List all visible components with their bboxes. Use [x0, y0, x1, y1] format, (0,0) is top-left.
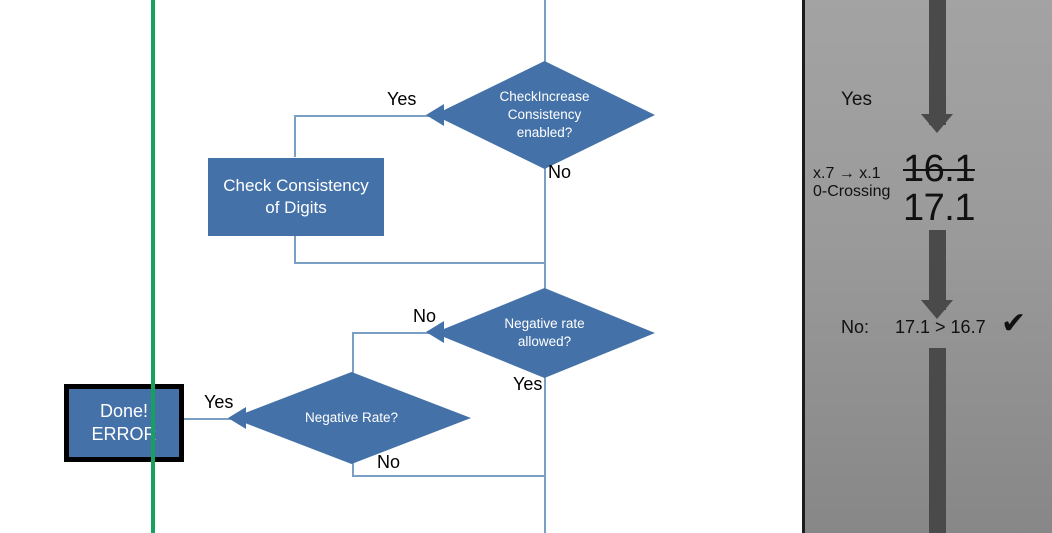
- connector-negrate-allowed-no-horizontal: [352, 332, 444, 334]
- panel-arrow-bottom-shaft: [929, 348, 946, 533]
- green-divider-line: [151, 0, 155, 533]
- connector-checkincrease-no: [544, 158, 546, 310]
- panel-value-struck: 16.1: [903, 148, 975, 190]
- connector-checkincrease-yes-down: [294, 115, 296, 157]
- edge-label-error-yes: Yes: [204, 392, 234, 412]
- terminator-done-error-line1: Done!: [99, 400, 149, 421]
- arrowhead-into-negrate-allowed-left: [426, 321, 444, 343]
- connector-checkincrease-yes-horizontal: [294, 115, 444, 117]
- edge-label-negrate-allowed-yes: Yes: [513, 374, 543, 394]
- panel-result-checkmark-icon: ✔: [1001, 307, 1027, 340]
- panel-values: 16.1 17.1: [903, 150, 975, 228]
- terminator-done-error-label: Done! ERROR: [91, 400, 156, 447]
- panel-annotation: x.7 → x.1 0-Crossing: [813, 165, 890, 202]
- connector-consistency-exit-down: [294, 236, 296, 263]
- terminator-done-error-line2: ERROR: [91, 424, 157, 444]
- panel-result-prefix: No:: [841, 317, 870, 337]
- panel-value-current: 17.1: [903, 186, 975, 229]
- panel-arrow-middle-head: [921, 300, 953, 319]
- terminator-done-error[interactable]: Done! ERROR: [64, 384, 184, 462]
- connector-consistency-exit-right: [294, 262, 545, 264]
- edge-label-checkincrease-no: No: [548, 162, 572, 182]
- connector-negrate-allowed-no-down: [352, 332, 354, 375]
- edge-label-checkincrease-yes: Yes: [387, 89, 417, 109]
- decision-negative-rate[interactable]: Negative Rate?: [232, 372, 471, 464]
- panel-yes-label: Yes: [841, 89, 872, 110]
- connector-negrate-no-down: [352, 460, 354, 476]
- panel-annotation-line2: 0-Crossing: [813, 183, 891, 201]
- process-check-consistency-label: Check Consistency of Digits: [223, 175, 369, 219]
- decision-checkincrease-consistency[interactable]: CheckIncrease Consistency enabled?: [434, 61, 655, 169]
- detail-panel: Yes x.7 → x.1 0-Crossing 16.1 17.1 No: 1…: [802, 0, 1052, 533]
- panel-value-struck-row: 16.1: [903, 150, 975, 189]
- connector-top-spine: [544, 0, 546, 84]
- connector-negrate-no-right: [352, 475, 545, 477]
- panel-result-comparison: 17.1 > 16.7: [895, 317, 986, 337]
- process-check-consistency-of-digits[interactable]: Check Consistency of Digits: [208, 158, 384, 236]
- edge-label-negrate-no: No: [377, 452, 401, 472]
- panel-arrow-top-head: [921, 114, 953, 133]
- process-check-consistency-line1: Check Consistency: [223, 175, 369, 195]
- edge-label-negrate-allowed-no: No: [413, 306, 437, 326]
- panel-arrow-top-shaft: [929, 0, 946, 125]
- panel-value-current-row: 17.1: [903, 186, 975, 229]
- decision-negative-rate-allowed[interactable]: Negative rate allowed?: [434, 288, 655, 378]
- panel-annotation-line1: x.7 → x.1: [813, 165, 881, 182]
- panel-arrow-middle-shaft: [929, 230, 946, 310]
- connector-negrate-to-error: [174, 418, 244, 420]
- process-check-consistency-line2: of Digits: [265, 198, 327, 217]
- connector-negrate-allowed-yes-down: [544, 365, 546, 533]
